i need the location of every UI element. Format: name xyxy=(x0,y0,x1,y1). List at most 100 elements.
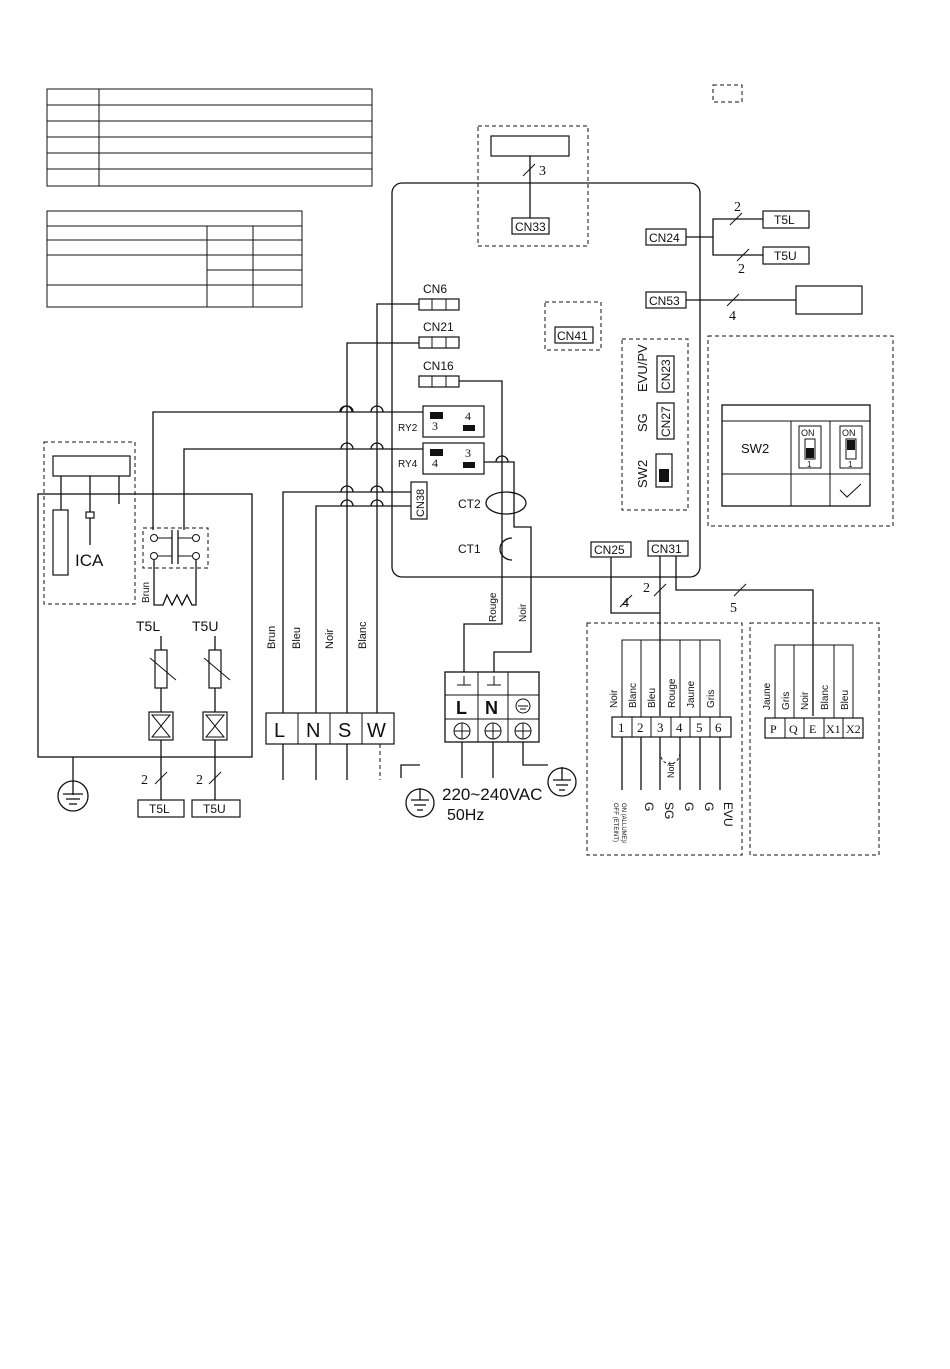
cn33-device-box xyxy=(490,135,570,157)
svg-text:L: L xyxy=(274,720,285,742)
optional-legend-box xyxy=(712,84,743,103)
svg-text:3: 3 xyxy=(432,419,438,433)
t5l-thermistor-icon xyxy=(148,636,177,800)
power-l-label: L xyxy=(456,698,467,718)
sw2-label: SW2 xyxy=(635,460,650,488)
cn21-connector: CN21 xyxy=(418,320,460,349)
svg-text:Q: Q xyxy=(789,722,798,736)
noir-wire xyxy=(484,461,532,672)
ry2-wire xyxy=(152,411,423,530)
ry4-wire xyxy=(183,448,423,530)
cn16-connector: CN16 xyxy=(418,359,460,388)
svg-text:Bleu: Bleu xyxy=(840,690,851,710)
supply-voltage-label: 220~240VAC xyxy=(442,785,542,804)
svg-text:Jaune: Jaune xyxy=(762,682,773,710)
brun-wire xyxy=(282,491,411,716)
blanc-label: Blanc xyxy=(357,621,369,649)
svg-text:W: W xyxy=(367,720,386,742)
t5u-wire-count: 2 xyxy=(196,773,203,788)
svg-text:X2: X2 xyxy=(846,722,861,736)
ica-heater-icon xyxy=(52,509,69,576)
svg-text:Jaune: Jaune xyxy=(686,680,697,708)
sw2-dip-on-icon: ON 1 xyxy=(839,425,863,469)
t5u-sensor-label: T5U xyxy=(192,618,218,634)
svg-text:1: 1 xyxy=(848,460,853,469)
cn31-wire-count: 2 xyxy=(643,581,650,596)
ct2-label: CT2 xyxy=(458,497,481,511)
screw-terminal-icons xyxy=(453,722,532,740)
svg-text:Gris: Gris xyxy=(781,692,792,710)
cn24-t5u-count: 2 xyxy=(738,262,745,277)
evu-pv-label: EVU/PV xyxy=(635,344,650,392)
svg-text:P: P xyxy=(770,722,777,736)
ica-label: ICA xyxy=(75,551,104,570)
svg-text:1: 1 xyxy=(618,720,625,735)
t5l-wire-count: 2 xyxy=(141,773,148,788)
cn6-wire xyxy=(376,303,419,716)
cn38-label: CN38 xyxy=(415,489,427,517)
main-pcb-board xyxy=(391,182,701,578)
cn31-label: CN31 xyxy=(651,542,682,556)
cn21-wire xyxy=(346,342,419,716)
lnsw-terminal-block: L N S W xyxy=(265,712,395,745)
cn31-wire-labels: Noir Blanc Bleu Rouge Jaune Gris xyxy=(609,678,717,708)
frame-ground-icon xyxy=(400,764,435,818)
svg-text:X1: X1 xyxy=(826,722,841,736)
svg-text:4: 4 xyxy=(432,456,438,470)
comm-wire-labels: Jaune Gris Noir Blanc Bleu xyxy=(762,682,851,710)
cn53-device-box xyxy=(795,285,863,315)
ct1-sensor-icon xyxy=(499,537,513,561)
svg-text:4: 4 xyxy=(465,409,471,423)
svg-text:Gris: Gris xyxy=(706,690,717,708)
bleu-label: Bleu xyxy=(291,627,303,649)
t5l-sensor-label: T5L xyxy=(136,618,160,634)
svg-text:Noir: Noir xyxy=(609,689,620,708)
cn31-terminal-block: 1 2 3 4 5 6 xyxy=(611,716,732,738)
check-mark-icon xyxy=(839,483,862,498)
ry4-relay: RY4 4 3 xyxy=(398,442,485,475)
svg-text:N: N xyxy=(306,720,320,742)
on-off-note-1: ON (ALLUME)/ xyxy=(620,803,626,844)
svg-text:E: E xyxy=(809,722,816,736)
svg-text:5: 5 xyxy=(696,720,703,735)
cn53-label: CN53 xyxy=(649,294,680,308)
bleu-wire xyxy=(315,505,411,716)
sw2-detail-label: SW2 xyxy=(741,441,769,456)
spec-table xyxy=(46,210,303,308)
on-off-note-2: OFF (ETEINT) xyxy=(612,803,618,842)
noir-label: Noir xyxy=(324,628,336,649)
svg-text:Blanc: Blanc xyxy=(628,683,639,708)
svg-text:4: 4 xyxy=(676,720,683,735)
cn25-wire-count: 4 xyxy=(622,596,629,611)
svg-text:SG: SG xyxy=(662,802,676,819)
cn25-label: CN25 xyxy=(594,543,625,557)
earth-symbol-icons xyxy=(457,676,531,714)
legend-table xyxy=(46,88,373,187)
heater-coil-icon xyxy=(153,560,197,607)
svg-text:Noir: Noir xyxy=(800,691,811,710)
cn31-bottom-labels: G SG G G EVU xyxy=(642,802,735,827)
sw2-detail-table xyxy=(721,404,871,507)
svg-text:2: 2 xyxy=(637,720,644,735)
svg-text:CN21: CN21 xyxy=(423,320,454,334)
brun-label: Brun xyxy=(266,626,278,649)
svg-text:ON: ON xyxy=(842,428,856,438)
svg-text:CN16: CN16 xyxy=(423,359,454,373)
svg-text:Blanc: Blanc xyxy=(820,685,831,710)
cn41-label: CN41 xyxy=(557,329,588,343)
comm-terminal-block: P Q E X1 X2 xyxy=(764,717,864,739)
supply-ground-icon xyxy=(547,767,577,797)
noir-wire-label: Noir xyxy=(518,603,529,622)
power-terminal-block xyxy=(444,671,540,743)
cn31-jumper-noir-label: Noir xyxy=(666,761,676,778)
contactor-icon xyxy=(142,527,209,569)
svg-text:EVU: EVU xyxy=(721,802,735,827)
ct1-label: CT1 xyxy=(458,542,481,556)
t5u-connector-label: T5U xyxy=(774,249,797,263)
cn53-wire-count: 4 xyxy=(729,309,736,324)
rouge-wire-label: Rouge xyxy=(488,592,499,622)
t5l-connector-label: T5L xyxy=(774,213,795,227)
svg-text:3: 3 xyxy=(657,720,664,735)
cn24-label: CN24 xyxy=(649,231,680,245)
